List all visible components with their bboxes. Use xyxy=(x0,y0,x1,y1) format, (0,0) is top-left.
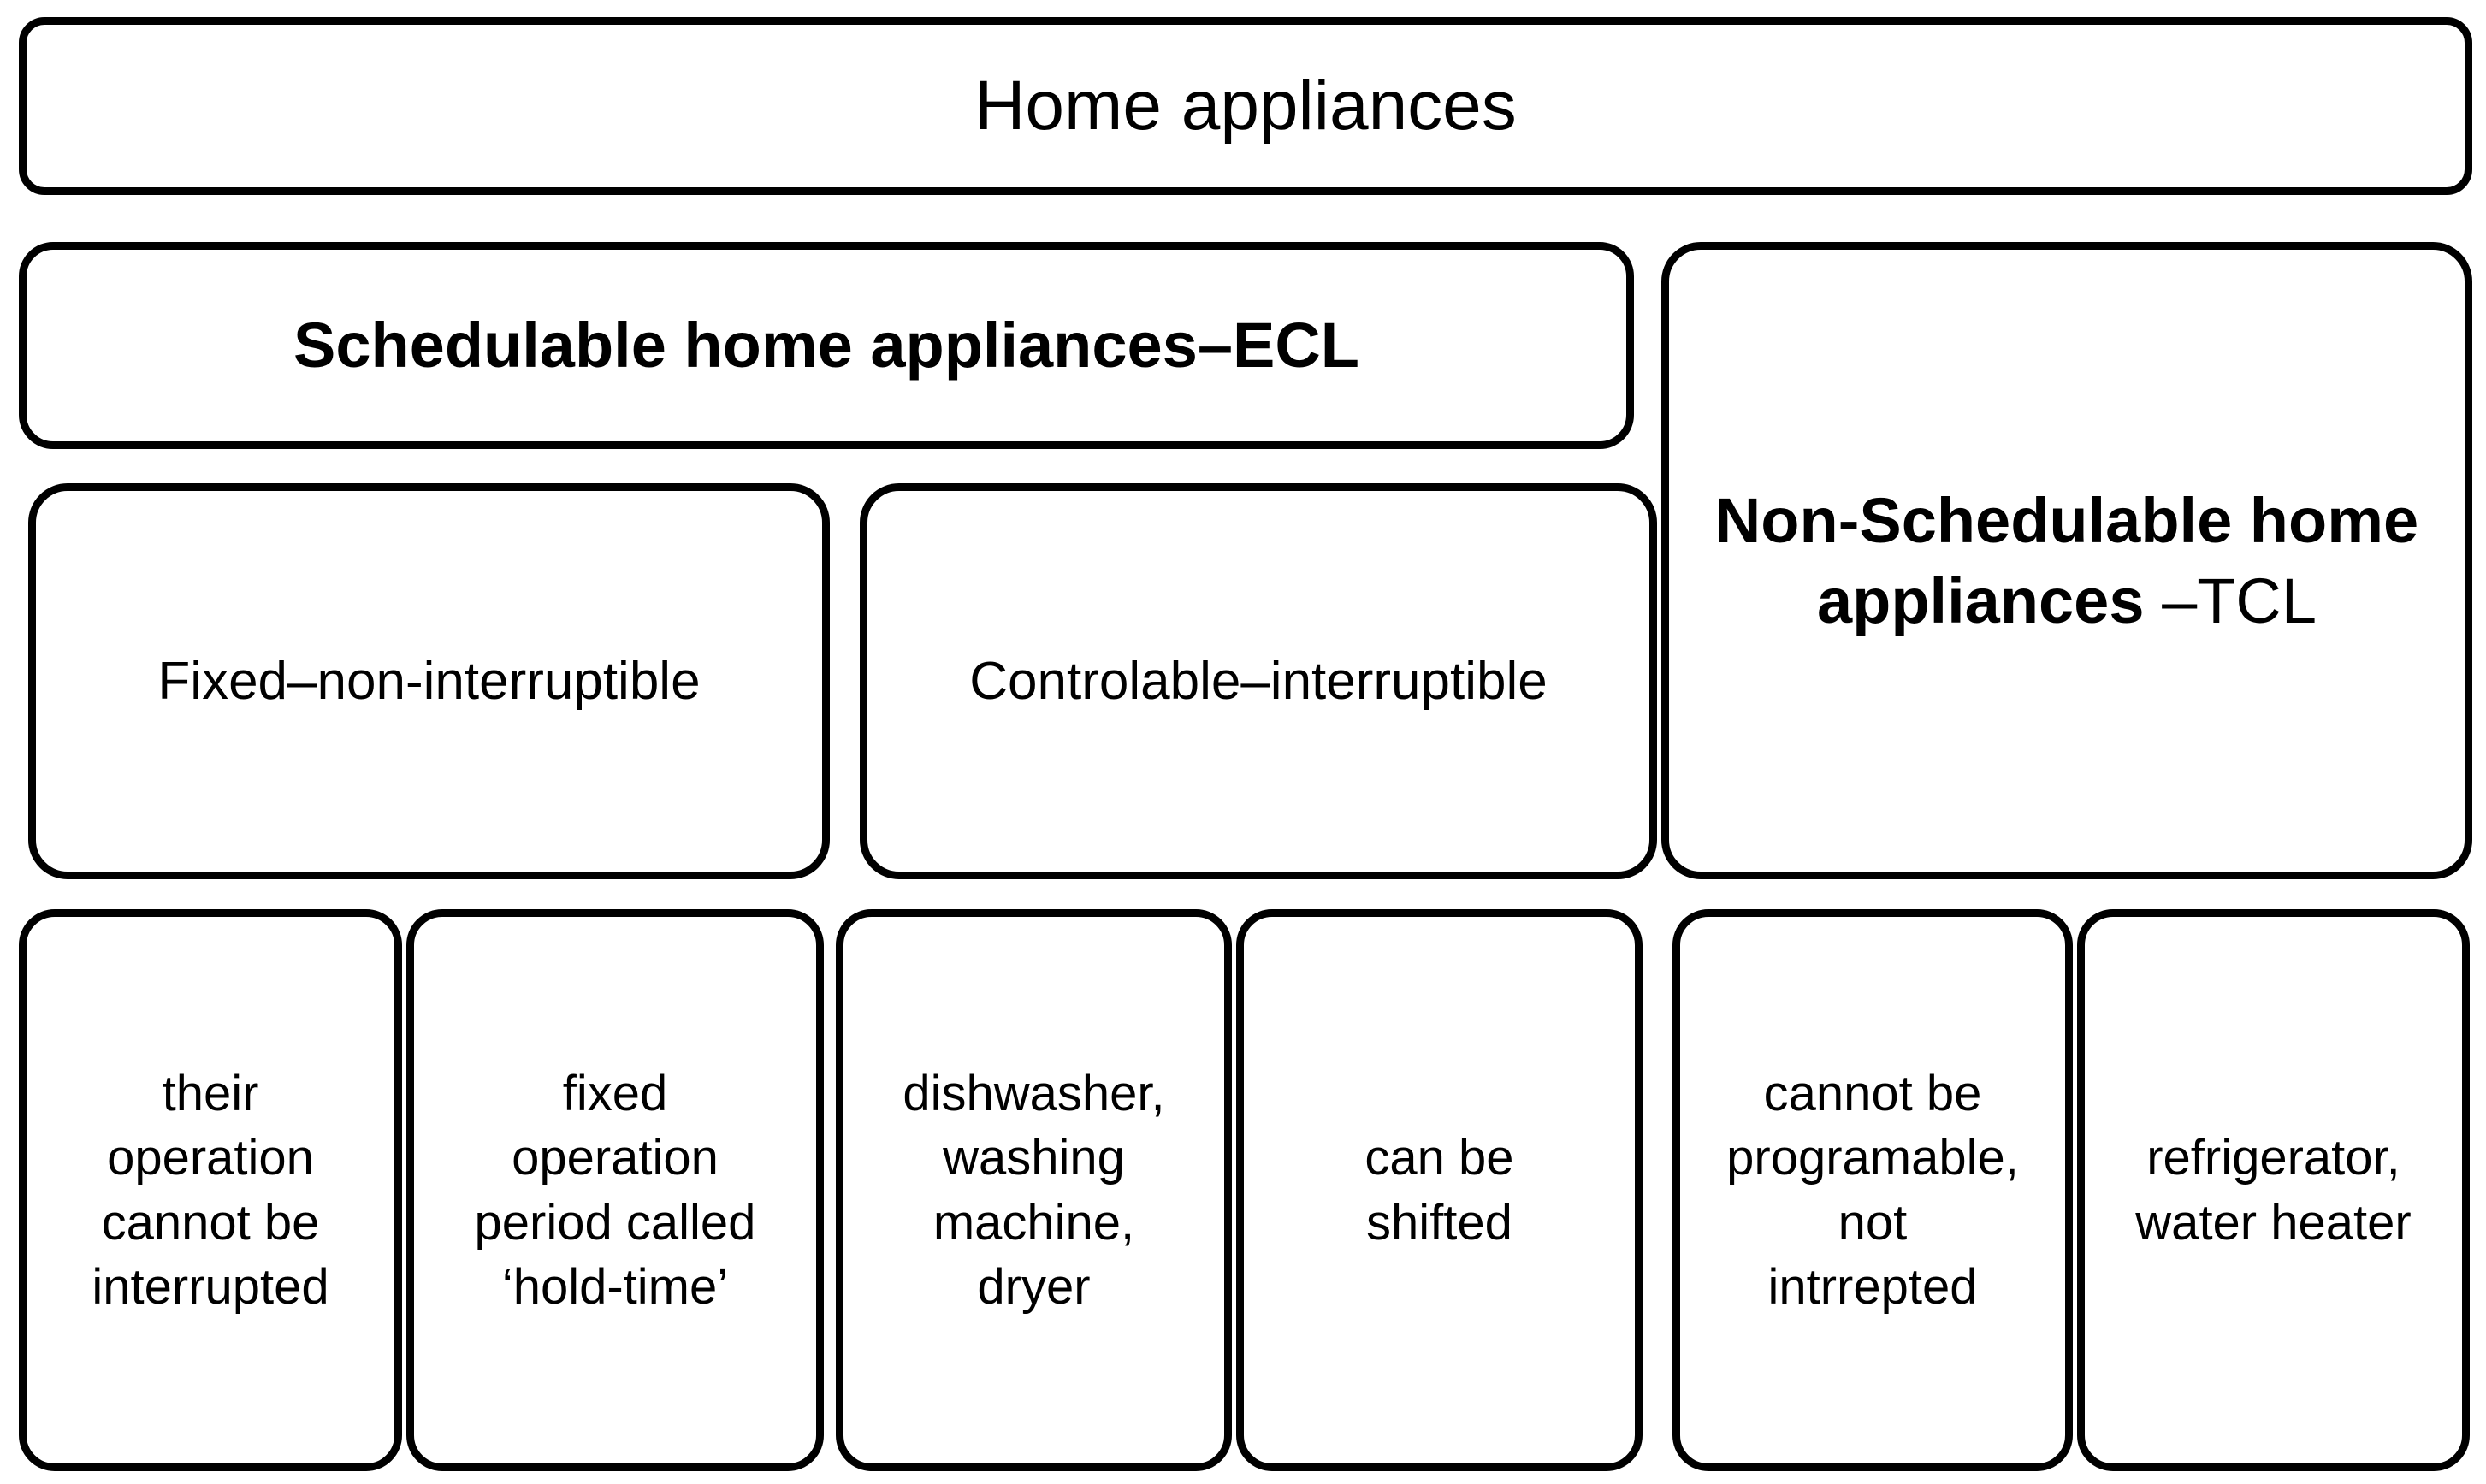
node-leaf-can-be-shifted: can be shifted xyxy=(1236,909,1643,1471)
node-home-appliances: Home appliances xyxy=(19,17,2472,195)
node-leaf-label: cannot be programable, not intrrepted xyxy=(1726,1065,2019,1315)
node-non-schedulable-tcl-label: Non-Schedulable home appliances –TCL xyxy=(1703,481,2430,640)
node-non-schedulable-tcl: Non-Schedulable home appliances –TCL xyxy=(1661,242,2472,879)
node-leaf-dishwasher-washing-machine-dryer: dishwasher, washing machine, dryer xyxy=(836,909,1232,1471)
node-leaf-cannot-be-programable-not-intrrepted: cannot be programable, not intrrepted xyxy=(1672,909,2073,1471)
node-leaf-label: fixed operation period called ‘hold-time… xyxy=(474,1065,756,1315)
node-controlable-interruptible: Controlable–interruptible xyxy=(860,483,1657,879)
node-leaf-their-operation-cannot-be-interrupted: their operation cannot be interrupted xyxy=(19,909,402,1471)
node-controlable-interruptible-label: Controlable–interruptible xyxy=(969,651,1548,711)
node-leaf-label: can be shifted xyxy=(1364,1130,1514,1250)
node-leaf-label: refrigerator, water heater xyxy=(2135,1130,2412,1250)
node-leaf-fixed-operation-period-hold-time: fixed operation period called ‘hold-time… xyxy=(406,909,824,1471)
node-leaf-refrigerator-water-heater: refrigerator, water heater xyxy=(2077,909,2470,1471)
node-non-schedulable-tcl-label-bold: Non-Schedulable home appliances xyxy=(1714,485,2419,636)
node-non-schedulable-tcl-label-light: –TCL xyxy=(2162,565,2317,636)
node-leaf-label: their operation cannot be interrupted xyxy=(92,1065,329,1315)
node-schedulable-ecl: Schedulable home appliances–ECL xyxy=(19,242,1634,449)
node-fixed-non-interruptible: Fixed–non-interruptible xyxy=(28,483,830,879)
node-leaf-label: dishwasher, washing machine, dryer xyxy=(903,1065,1165,1315)
node-fixed-non-interruptible-label: Fixed–non-interruptible xyxy=(157,651,701,711)
node-schedulable-ecl-label: Schedulable home appliances–ECL xyxy=(293,310,1360,381)
node-home-appliances-label: Home appliances xyxy=(974,66,1517,145)
